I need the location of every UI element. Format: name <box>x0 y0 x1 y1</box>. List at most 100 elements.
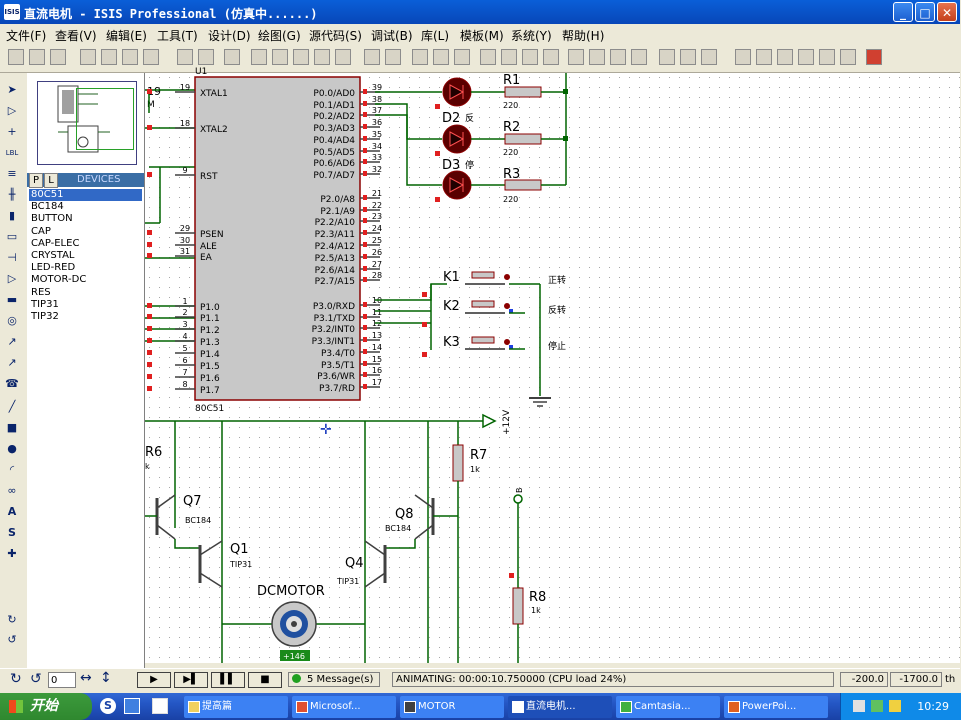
device-item[interactable]: CAP-ELEC <box>31 237 80 249</box>
arc-icon[interactable]: ◜ <box>9 463 15 476</box>
resistor-r7[interactable] <box>452 444 464 482</box>
library-manager-button[interactable]: L <box>44 173 58 188</box>
show-desktop-icon[interactable] <box>124 698 140 714</box>
menu-file[interactable]: 文件(F) <box>6 29 47 43</box>
device-item[interactable]: BC184 <box>31 201 64 213</box>
mirror-vertical-icon[interactable]: ↕ <box>100 670 112 686</box>
rotate-cw-button[interactable]: ↻ <box>10 671 22 687</box>
messages-panel[interactable]: 5 Message(s) <box>288 672 380 687</box>
save-icon[interactable] <box>50 49 66 65</box>
menu-graph[interactable]: 绘图(G) <box>258 29 301 43</box>
task-camtasia[interactable]: Camtasia... <box>616 696 720 718</box>
text-script-icon[interactable]: ≡ <box>7 167 17 180</box>
text-icon[interactable]: A <box>7 505 17 518</box>
pushbutton-k3[interactable] <box>465 336 510 350</box>
menu-view[interactable]: 查看(V) <box>55 29 97 43</box>
maximize-button[interactable]: □ <box>915 2 935 22</box>
rotate-ccw-icon[interactable]: ↺ <box>7 633 17 646</box>
task-folder[interactable]: 提高篇 <box>184 696 288 718</box>
pick-device-icon[interactable] <box>568 49 584 65</box>
block-move-icon[interactable] <box>501 49 517 65</box>
device-item[interactable]: CAP <box>31 225 51 237</box>
transistor-q8[interactable] <box>414 494 458 540</box>
electrical-rule-check-icon[interactable] <box>840 49 856 65</box>
pause-button[interactable]: ▌▌ <box>211 672 245 688</box>
menu-template[interactable]: 模板(M) <box>460 29 504 43</box>
device-item[interactable]: 80C51 <box>29 189 142 202</box>
component-mode-icon[interactable]: ▷ <box>7 104 17 117</box>
isis-app-icon[interactable]: ISIS <box>4 4 20 20</box>
schematic-drawing[interactable]: 19 M U1 80C51 19XTAL118XTAL29RST29PSEN30… <box>145 67 960 663</box>
stop-button[interactable]: ■ <box>248 672 282 688</box>
device-item[interactable]: BUTTON <box>31 213 73 225</box>
bill-of-materials-icon[interactable] <box>819 49 835 65</box>
device-item[interactable]: MOTOR-DC <box>31 274 87 286</box>
task-powerpoint[interactable]: PowerPoi... <box>724 696 828 718</box>
subcircuit-icon[interactable]: ▮ <box>8 209 16 222</box>
resistor-r8[interactable] <box>512 587 524 625</box>
pan-icon[interactable] <box>251 49 267 65</box>
menu-source[interactable]: 源代码(S) <box>309 29 362 43</box>
virtual-instrument-icon[interactable]: ☎ <box>5 377 19 390</box>
quick-launch-app-icon[interactable] <box>152 698 168 714</box>
design-explorer-icon[interactable] <box>735 49 751 65</box>
play-button[interactable]: ▶ <box>137 672 171 688</box>
device-item[interactable]: LED-RED <box>31 262 76 274</box>
tape-recorder-icon[interactable]: ▬ <box>6 293 18 306</box>
close-button[interactable]: ✕ <box>937 2 957 22</box>
menu-system[interactable]: 系统(Y) <box>511 29 552 43</box>
mcu-80c51-body[interactable] <box>194 76 361 401</box>
wire-autorouter-icon[interactable] <box>659 49 675 65</box>
export-icon[interactable] <box>101 49 117 65</box>
symbol-icon[interactable]: S <box>8 526 16 539</box>
task-isis[interactable]: 直流电机... <box>508 696 612 718</box>
marker-icon[interactable]: ✚ <box>7 547 17 560</box>
pushbutton-k2[interactable] <box>465 300 510 314</box>
generator-icon[interactable]: ◎ <box>7 314 17 327</box>
zoom-out-icon[interactable] <box>293 49 309 65</box>
minimize-button[interactable]: _ <box>893 2 913 22</box>
pick-from-library-button[interactable]: P <box>29 173 43 188</box>
pushbutton-k1[interactable] <box>465 271 510 285</box>
block-rotate-icon[interactable] <box>522 49 538 65</box>
netlist-to-ares-icon[interactable] <box>866 49 882 65</box>
exit-to-parent-icon[interactable] <box>798 49 814 65</box>
decompose-icon[interactable] <box>631 49 647 65</box>
circle-icon[interactable]: ● <box>7 442 17 455</box>
device-item[interactable]: CRYSTAL <box>31 249 75 261</box>
undo-icon[interactable] <box>364 49 380 65</box>
resistor-r1[interactable] <box>504 86 542 98</box>
zoom-in-icon[interactable] <box>272 49 288 65</box>
junction-dot-icon[interactable]: + <box>7 125 17 138</box>
block-delete-icon[interactable] <box>543 49 559 65</box>
wire-label-icon[interactable]: LBL <box>5 149 19 157</box>
led-d2[interactable] <box>442 124 472 154</box>
select-arrow-icon[interactable]: ➤ <box>7 83 17 96</box>
zoom-all-icon[interactable] <box>314 49 330 65</box>
overview-viewport[interactable] <box>76 88 134 150</box>
box-icon[interactable]: ■ <box>6 421 18 434</box>
remove-sheet-icon[interactable] <box>777 49 793 65</box>
menu-debug[interactable]: 调试(B) <box>371 29 413 43</box>
menu-design[interactable]: 设计(D) <box>208 29 251 43</box>
overview-window[interactable] <box>37 81 137 165</box>
refresh-icon[interactable] <box>177 49 193 65</box>
dc-motor[interactable] <box>271 601 317 647</box>
quick-launch-icon[interactable]: S <box>100 698 116 714</box>
graph-icon[interactable]: ▷ <box>7 272 17 285</box>
transistor-q1[interactable] <box>198 540 223 588</box>
cut-icon[interactable] <box>412 49 428 65</box>
tray-network-icon[interactable] <box>853 700 865 712</box>
rotate-ccw-button[interactable]: ↺ <box>30 671 42 687</box>
device-item[interactable]: TIP31 <box>31 298 59 310</box>
redo-icon[interactable] <box>385 49 401 65</box>
origin-icon[interactable] <box>224 49 240 65</box>
paste-icon[interactable] <box>454 49 470 65</box>
start-button[interactable]: 开始 <box>0 693 92 720</box>
task-word[interactable]: Microsof... <box>292 696 396 718</box>
tray-volume-icon[interactable] <box>871 700 883 712</box>
bus-icon[interactable]: ╫ <box>8 188 16 201</box>
new-sheet-icon[interactable] <box>756 49 772 65</box>
step-button[interactable]: ▶▌ <box>174 672 208 688</box>
